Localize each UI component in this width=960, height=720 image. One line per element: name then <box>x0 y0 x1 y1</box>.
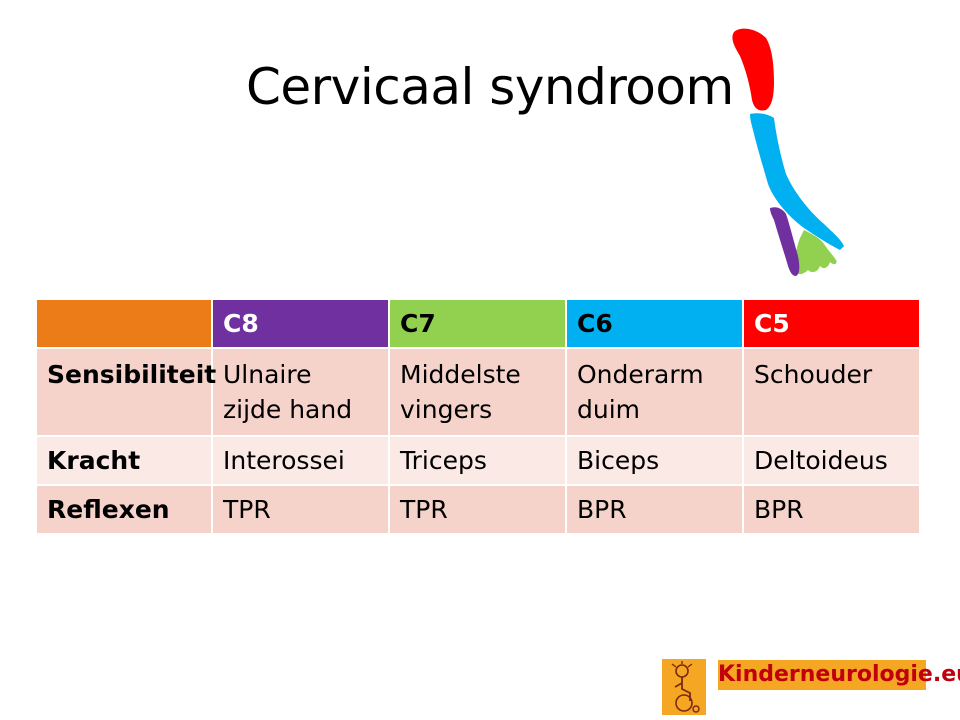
arm-c5-region <box>732 28 774 111</box>
cell-line: Schouder <box>754 360 873 389</box>
cell-line: vingers <box>400 395 493 424</box>
cell-line: duim <box>577 395 641 424</box>
row-label: Sensibiliteit <box>35 347 216 437</box>
header-corner-cell <box>35 298 213 349</box>
row-label: Kracht <box>35 435 213 486</box>
table-cell: Schouder <box>742 347 921 437</box>
cell-line: Ulnaire <box>223 360 312 389</box>
table-cell: BPR <box>565 484 744 535</box>
table-cell: TPR <box>388 484 567 535</box>
cell-line: Middelste <box>400 360 521 389</box>
cell-line: Onderarm <box>577 360 704 389</box>
arm-c6-region <box>750 113 844 250</box>
table-cell: Triceps <box>388 435 567 486</box>
table-cell: Deltoideus <box>742 435 921 486</box>
table-row-sensibiliteit: Sensibiliteit Ulnaire zijde hand Middels… <box>35 347 921 437</box>
arm-dermatome-icon <box>732 28 844 276</box>
child-wheelchair-icon <box>662 659 706 715</box>
table-cell: Middelste vingers <box>388 347 567 437</box>
table-cell: BPR <box>742 484 921 535</box>
arm-c7-region <box>795 230 837 275</box>
table-cell: Onderarm duim <box>565 347 744 437</box>
header-c5: C5 <box>742 298 921 349</box>
table-cell: Biceps <box>565 435 744 486</box>
site-logo-text: Kinderneurologie.eu <box>718 660 960 690</box>
arm-c8-region <box>770 207 800 276</box>
row-label: Reflexen <box>35 484 213 535</box>
header-c6: C6 <box>565 298 744 349</box>
dermatome-table: C8 C7 C6 C5 Sensibiliteit Ulnaire zijde … <box>35 298 921 535</box>
table-cell: Ulnaire zijde hand <box>211 347 390 437</box>
header-c8: C8 <box>211 298 390 349</box>
table-cell: Interossei <box>211 435 390 486</box>
cell-line: zijde hand <box>223 395 353 424</box>
table-cell: TPR <box>211 484 390 535</box>
header-c7: C7 <box>388 298 567 349</box>
table-row-kracht: Kracht Interossei Triceps Biceps Deltoid… <box>35 435 921 486</box>
slide-title: Cervicaal syndroom <box>246 58 734 116</box>
table-row-reflexen: Reflexen TPR TPR BPR BPR <box>35 484 921 535</box>
table-header-row: C8 C7 C6 C5 <box>35 298 921 349</box>
